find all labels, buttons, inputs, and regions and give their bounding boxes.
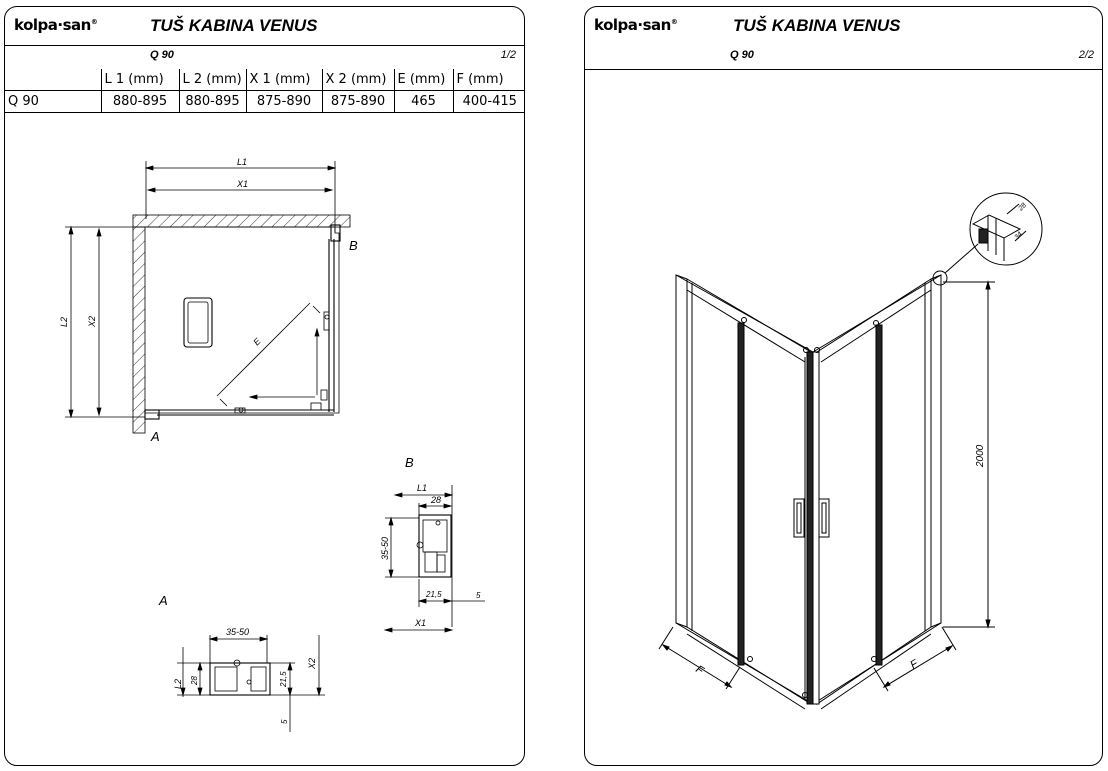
detail-a-5: 5 [280,719,289,724]
table-row: Q 90 880-895 880-895 875-890 875-890 465… [5,90,524,113]
model-label: Q 90 [150,49,174,61]
detail-a-title: A [158,593,168,608]
dim-28: 28 [1017,202,1028,213]
detail-b-title: B [405,455,414,470]
table-header-row: L 1 (mm) L 2 (mm) X 1 (mm) X 2 (mm) E (m… [5,69,524,91]
label-x2: X2 [87,316,97,328]
dim-f-right: F [908,657,921,671]
dimension-table: L 1 (mm) L 2 (mm) X 1 (mm) X 2 (mm) E (m… [5,69,524,113]
detail-b-5: 5 [476,591,481,600]
isometric-drawing: 2000 F F 28 34 [658,192,1043,710]
model-label: Q 90 [730,49,754,61]
detail-a-21: 21,5 [279,671,288,688]
brand-logo: kolpa·san® [594,16,678,34]
page-number: 2/2 [1078,49,1094,61]
label-b: B [349,238,358,253]
plan-drawing: L1 X1 L2 X2 E A B B L1 28 [59,157,485,732]
title-divider [585,69,1102,70]
table-cell: 400-415 [452,90,524,113]
table-cell: 880-895 [100,90,180,113]
detail-a-drawing [177,635,325,732]
label-e: E [251,335,263,347]
label-x1: X1 [236,179,248,189]
detail-a-l2: L2 [173,679,183,689]
dim-34: 34 [1013,231,1024,242]
detail-b-x1: X1 [414,618,426,628]
detail-b-35: 35-50 [380,537,390,560]
detail-a-28: 28 [190,676,199,686]
label-a: A [150,429,160,444]
table-cell: 875-890 [245,90,323,113]
detail-b-28: 28 [430,495,441,505]
table-header-cell: E (mm) [393,69,454,91]
table-header-cell: L 2 (mm) [178,69,247,91]
table-cell: 465 [393,90,454,113]
detail-b-drawing [383,485,485,633]
dim-height: 2000 [975,444,986,468]
sheet-title: TUŠ KABINA VENUS [733,16,901,35]
drawing-sheet-1: kolpa·san® TUŠ KABINA VENUS Q 90 1/2 L 1… [4,6,525,766]
table-cell: Q 90 [5,90,102,113]
detail-b-21: 21,5 [425,590,442,599]
brand-logo: kolpa·san® [14,16,98,34]
detail-a-x2: X2 [307,658,317,670]
detail-b-l1: L1 [417,483,427,493]
sheet-title: TUŠ KABINA VENUS [150,16,318,35]
drawing-sheet-2: kolpa·san® TUŠ KABINA VENUS Q 90 2/2 [584,6,1103,766]
label-l2: L2 [59,317,69,327]
page-number: 1/2 [500,49,516,61]
title-divider [5,45,524,46]
table-cell: 875-890 [321,90,395,113]
detail-a-35: 35-50 [226,627,249,637]
label-l1: L1 [237,157,247,167]
